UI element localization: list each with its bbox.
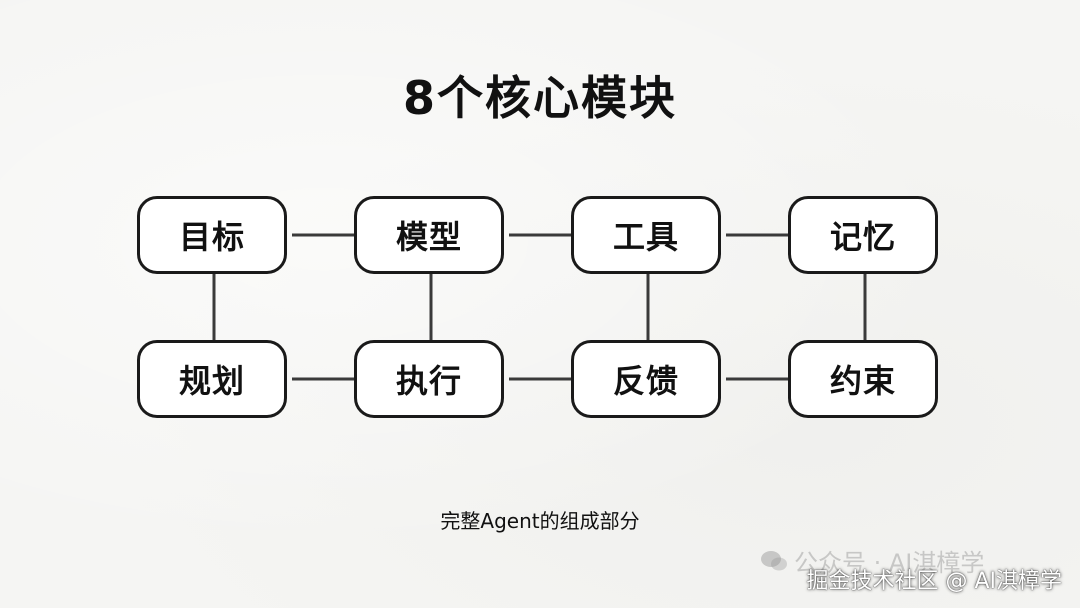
module-tools: 工具 [571,196,721,274]
site-watermark: 掘金技术社区 @ AI淇樟学 [806,569,1062,594]
caption: 完整Agent的组成部分 [440,509,640,533]
module-feedback: 反馈 [571,340,721,418]
page-title: 8个核心模块 [402,71,677,125]
wechat-watermark: 公众号 · AI淇樟学 [760,543,984,578]
module-goal: 目标 [137,196,287,274]
module-planning: 规划 [137,340,287,418]
module-execution: 执行 [354,340,504,418]
module-model: 模型 [354,196,504,274]
module-constraints: 约束 [788,340,938,418]
module-memory: 记忆 [788,196,938,274]
wechat-icon [760,549,788,573]
wechat-watermark-text: 公众号 · AI淇樟学 [794,549,985,577]
